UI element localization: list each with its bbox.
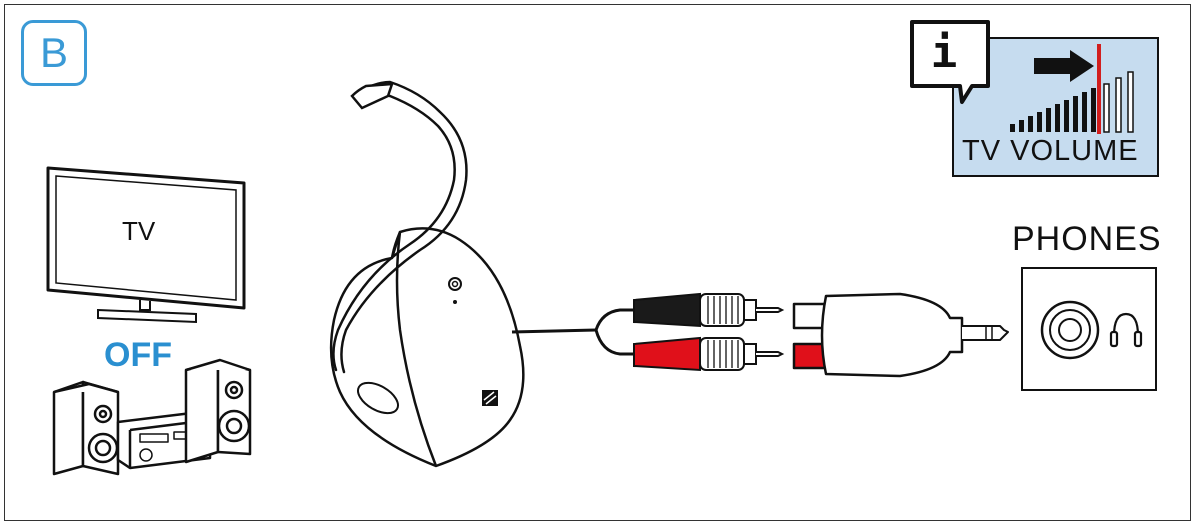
phones-label: PHONES bbox=[1012, 220, 1162, 258]
volume-marker-line bbox=[1097, 44, 1101, 134]
volume-level-bars bbox=[1010, 71, 1134, 133]
transmitter-arm bbox=[332, 80, 468, 374]
rca-plug-black bbox=[633, 292, 785, 328]
headphone-icon bbox=[1109, 312, 1143, 348]
tv-volume-label: TV VOLUME bbox=[962, 135, 1139, 167]
step-badge: B bbox=[21, 20, 87, 86]
tv-label: TV bbox=[122, 216, 156, 246]
stereo-icon bbox=[52, 358, 252, 476]
stereo-status-label: OFF bbox=[104, 336, 172, 374]
tv-icon bbox=[46, 166, 246, 324]
info-icon: i bbox=[930, 27, 958, 78]
rca-plug-red bbox=[633, 336, 785, 372]
phones-jack-panel bbox=[1021, 267, 1157, 391]
transmitter-base bbox=[329, 227, 525, 468]
audio-cable bbox=[511, 308, 636, 356]
volume-arrow-icon bbox=[1034, 50, 1094, 82]
rca-to-jack-adapter bbox=[792, 292, 1009, 378]
